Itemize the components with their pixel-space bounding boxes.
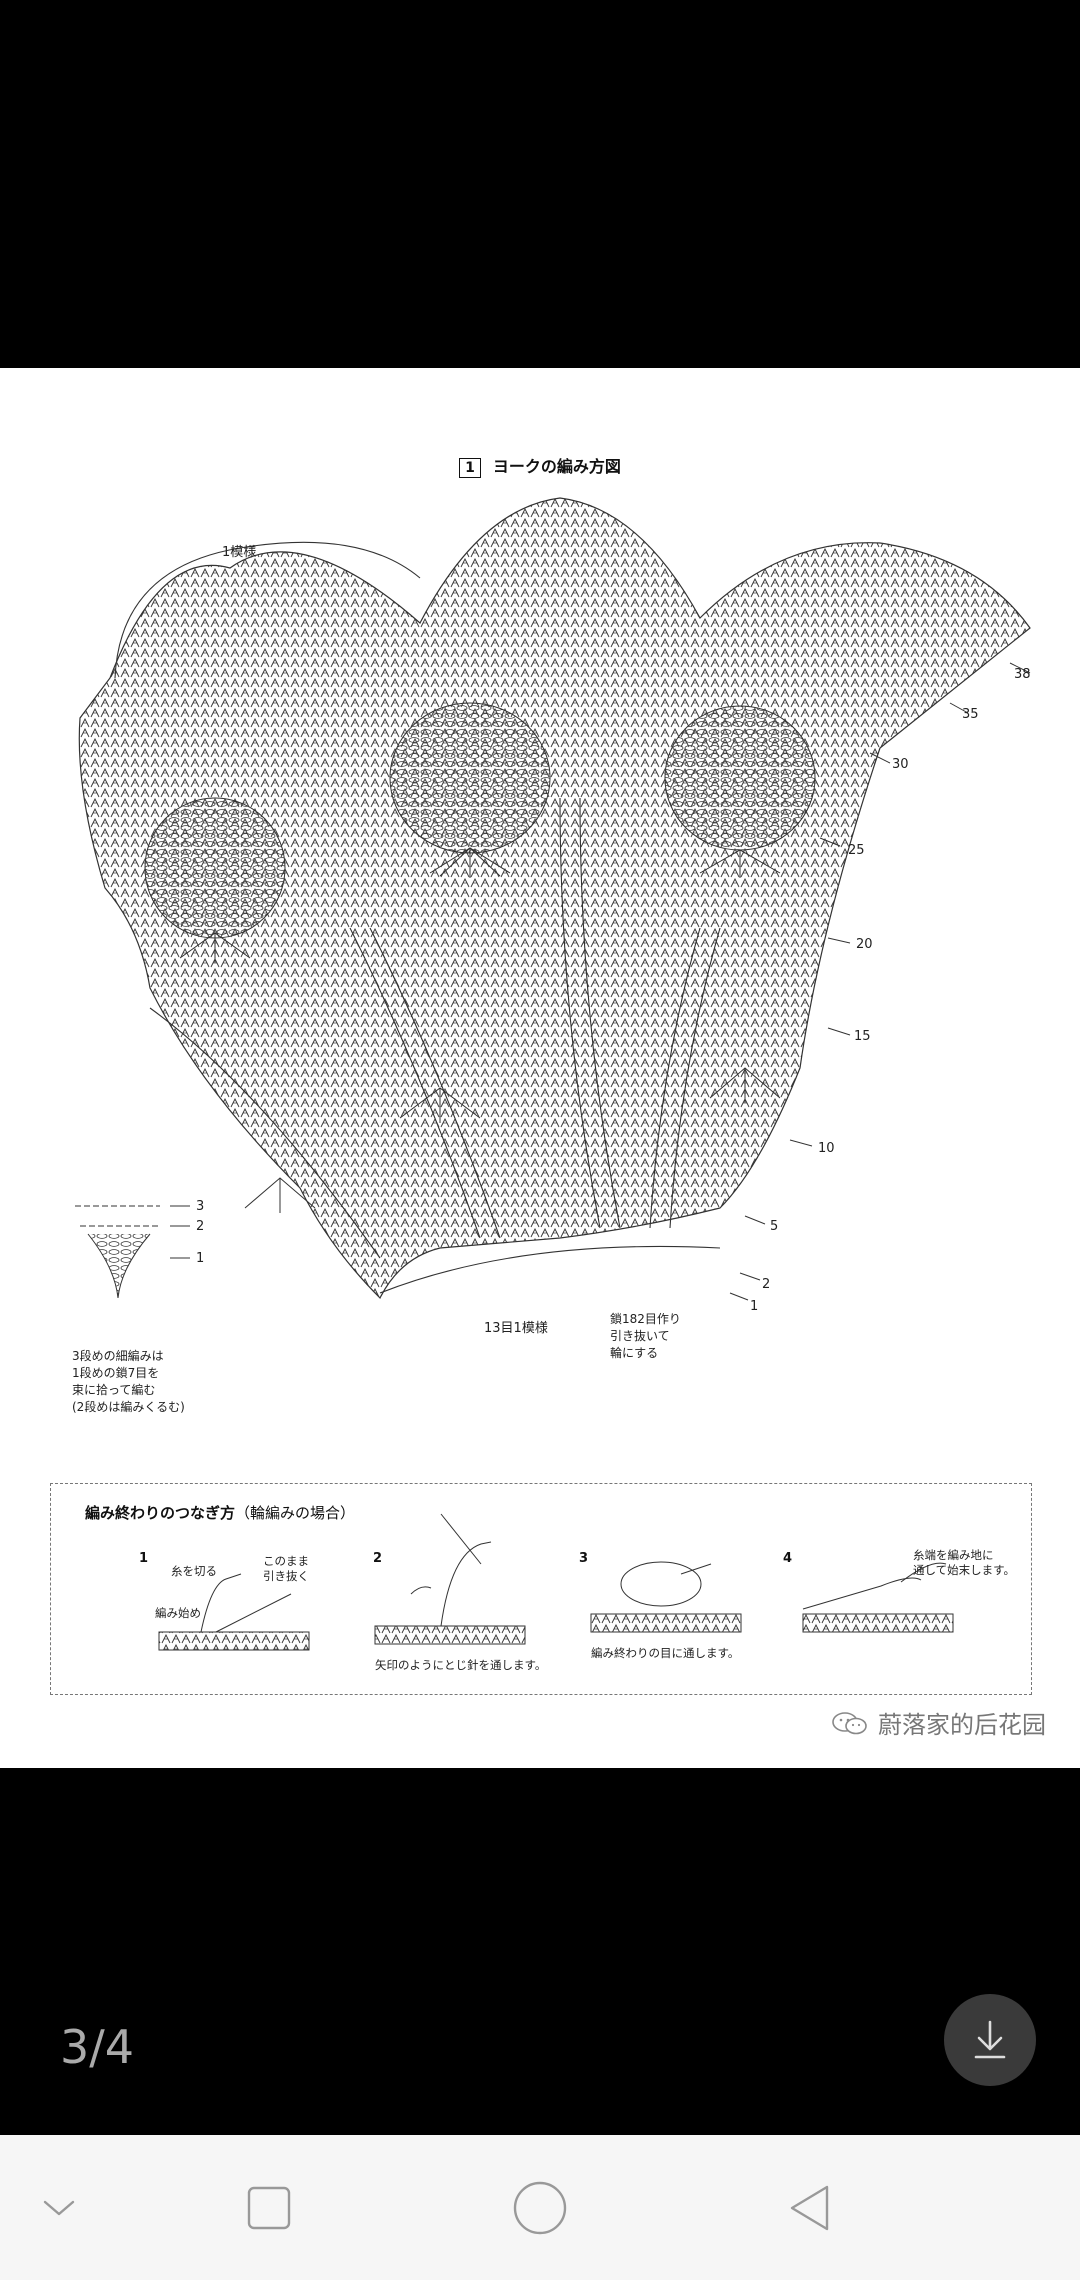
wechat-icon bbox=[832, 1711, 867, 1734]
watermark-text: 蔚落家的后花园 bbox=[878, 1711, 1046, 1739]
round-label-10: 10 bbox=[818, 1141, 835, 1156]
round-label-30: 30 bbox=[892, 757, 909, 772]
round-label-25: 25 bbox=[848, 843, 865, 858]
square-icon bbox=[247, 2186, 291, 2230]
navigation-bar bbox=[0, 2135, 1080, 2280]
step-1-pull-label: このまま 引き抜く bbox=[263, 1554, 309, 1583]
step-4-caption: 糸端を編み地に 通して始末します。 bbox=[913, 1548, 1016, 1577]
legend-label-1: 1 bbox=[196, 1251, 205, 1266]
legend-label-3: 3 bbox=[196, 1199, 205, 1214]
figure-number: 1 bbox=[459, 458, 481, 478]
circle-icon bbox=[513, 2181, 567, 2235]
step-2-number: 2 bbox=[373, 1551, 383, 1566]
pattern-image[interactable]: 1 ヨークの編み方図 bbox=[0, 368, 1080, 1768]
step-3-number: 3 bbox=[579, 1551, 589, 1566]
nav-recents-button[interactable] bbox=[234, 2173, 304, 2243]
step-1-number: 1 bbox=[139, 1551, 149, 1566]
finishing-box: 編み終わりのつなぎ方（輪編みの場合） 1 糸を切る bbox=[50, 1483, 1032, 1695]
legend-label-2: 2 bbox=[196, 1219, 205, 1234]
download-button[interactable] bbox=[944, 1994, 1036, 2086]
step-4-number: 4 bbox=[783, 1551, 793, 1566]
finishing-illustrations bbox=[158, 1513, 954, 1651]
step-1-cut-label: 糸を切る bbox=[171, 1564, 217, 1578]
nav-home-button[interactable] bbox=[505, 2173, 575, 2243]
triangle-back-icon bbox=[790, 2185, 829, 2231]
bottom-repeat-label: 13目1模様 bbox=[484, 1321, 548, 1336]
figure-title-text: ヨークの編み方図 bbox=[492, 457, 621, 476]
nav-collapse-button[interactable] bbox=[24, 2173, 94, 2243]
chevron-down-icon bbox=[43, 2200, 75, 2216]
round-label-1: 1 bbox=[750, 1299, 759, 1314]
chain-note: 鎖182目作り 引き抜いて 輪にする bbox=[610, 1312, 681, 1360]
page-indicator: 3/4 bbox=[60, 2020, 135, 2074]
image-viewer: 1 ヨークの編み方図 bbox=[0, 368, 1080, 2086]
round-label-20: 20 bbox=[856, 937, 873, 952]
step-2-caption: 矢印のようにとじ針を通します。 bbox=[375, 1658, 547, 1672]
round-label-2: 2 bbox=[762, 1277, 771, 1292]
figure-title: 1 ヨークの編み方図 bbox=[0, 453, 1080, 478]
finishing-title: 編み終わりのつなぎ方（輪編みの場合） bbox=[85, 1504, 356, 1522]
crochet-diagram bbox=[75, 497, 1031, 1301]
round-label-5: 5 bbox=[770, 1219, 779, 1234]
round-label-38: 38 bbox=[1014, 667, 1031, 682]
round-label-35: 35 bbox=[962, 707, 979, 722]
step-3-caption: 編み終わりの目に通します。 bbox=[591, 1646, 740, 1660]
watermark: 蔚落家的后花园 bbox=[830, 1705, 1046, 1740]
pattern-repeat-label: 1模様 bbox=[222, 545, 257, 560]
download-arrow-icon bbox=[974, 2020, 1006, 2059]
nav-back-button[interactable] bbox=[774, 2173, 844, 2243]
step-1-start-label: 編み始め bbox=[155, 1606, 201, 1620]
stitch-note: 3段めの細編みは 1段めの鎖7目を 束に拾って編む (2段めは編みくるむ) bbox=[72, 1349, 185, 1414]
round-label-15: 15 bbox=[854, 1029, 871, 1044]
